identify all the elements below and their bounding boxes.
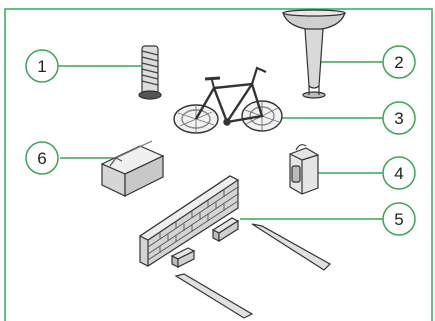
- callout-3: 3: [383, 102, 415, 134]
- callout-4: 4: [383, 157, 415, 189]
- callout-number-1: 1: [37, 57, 46, 76]
- callout-1: 1: [26, 50, 58, 82]
- callout-number-6: 6: [37, 149, 46, 168]
- callout-5: 5: [383, 203, 415, 235]
- callout-number-4: 4: [394, 164, 403, 183]
- sink-basin-icon: [283, 10, 345, 98]
- bag-icon: [290, 145, 318, 194]
- callout-2: 2: [383, 46, 415, 78]
- callout-number-2: 2: [394, 53, 403, 72]
- callout-number-5: 5: [394, 210, 403, 229]
- box-icon: [102, 141, 163, 196]
- callout-number-3: 3: [394, 109, 403, 128]
- frame-border: [5, 9, 432, 321]
- board-upper: [213, 218, 330, 270]
- callout-6: 6: [26, 142, 58, 174]
- bolt-icon: [139, 46, 161, 99]
- board-lower: [172, 248, 252, 318]
- bicycle-icon: [174, 68, 282, 133]
